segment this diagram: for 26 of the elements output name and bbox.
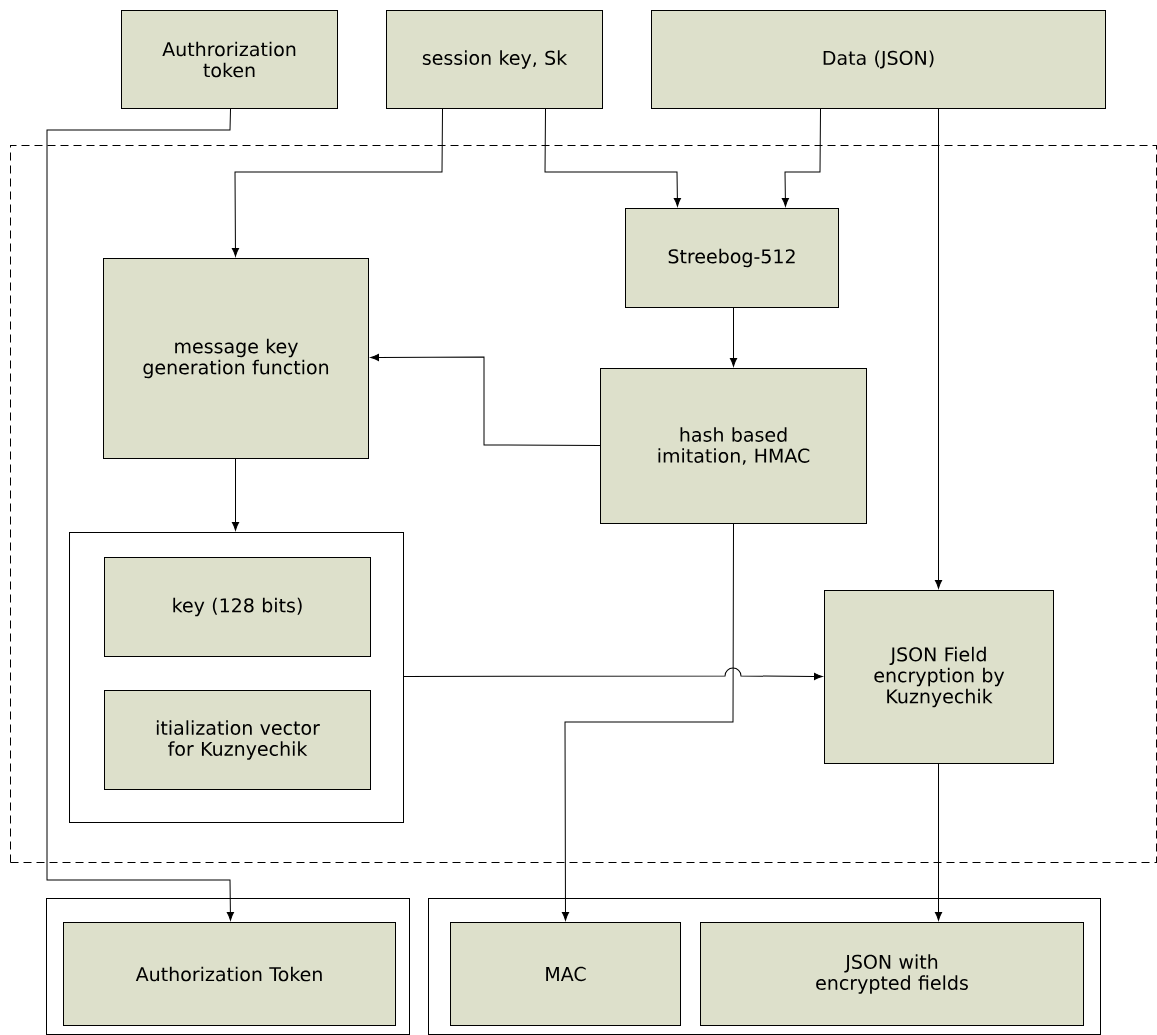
process-box: session key, Sk [386, 10, 603, 109]
arrow [544, 108, 681, 207]
process-box: Streebog-512 [625, 208, 839, 308]
process-box: key (128 bits) [104, 557, 371, 657]
process-box: message key generation function [103, 258, 369, 459]
process-box: MAC [450, 922, 681, 1026]
process-box: itialization vector for Kuznyechik [104, 690, 371, 790]
group-box [69, 532, 404, 823]
process-box: Authorization Token [63, 922, 396, 1026]
arrow [729, 307, 738, 367]
arrow [781, 108, 821, 207]
process-box: JSON with encrypted fields [700, 922, 1084, 1026]
arrow [934, 108, 943, 589]
arrow [370, 353, 601, 446]
arrow [934, 763, 943, 921]
process-box: JSON Field encryption by Kuznyechik [824, 590, 1054, 764]
process-box: Data (JSON) [651, 10, 1106, 109]
arrow [403, 667, 823, 681]
arrow [231, 458, 240, 531]
arrow [561, 523, 734, 921]
arrow [46, 108, 234, 921]
process-box: Authrorization token [121, 10, 338, 109]
group-box [46, 898, 410, 1035]
arrow [231, 108, 443, 257]
process-box: hash based imitation, HMAC [600, 368, 867, 524]
group-box [428, 898, 1101, 1035]
